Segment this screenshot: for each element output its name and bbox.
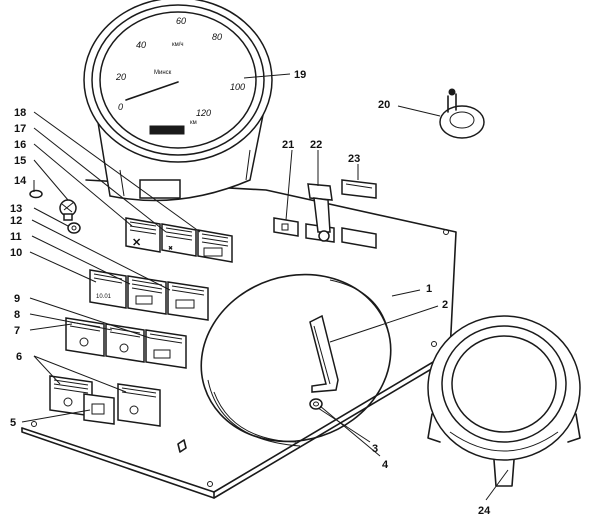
nut	[309, 398, 323, 410]
nut-13	[67, 222, 81, 234]
speedometer-needle	[125, 81, 179, 101]
speed-unit: км/ч	[172, 42, 184, 48]
switch-symbol	[119, 343, 129, 353]
label-20: 20	[378, 99, 390, 111]
switch-block-bottom	[49, 375, 161, 427]
label-2: 2	[442, 299, 448, 311]
switch-16[interactable]: ✕	[125, 217, 161, 253]
svg-text:20: 20	[115, 72, 126, 82]
switch-6a[interactable]	[49, 375, 93, 417]
switch-block-top: ✖ ✕	[125, 217, 233, 263]
label-5: 5	[10, 417, 16, 429]
svg-text:60: 60	[176, 16, 186, 26]
toggle-lever-22[interactable]	[307, 183, 333, 242]
label-24: 24	[478, 505, 491, 517]
panel-slot	[177, 439, 187, 453]
label-3: 3	[372, 443, 378, 455]
gauge-opening	[200, 273, 392, 447]
indicator-15	[59, 199, 77, 221]
label-16: 16	[14, 139, 26, 151]
bracket	[309, 314, 339, 393]
switch-symbol	[203, 247, 223, 257]
lamp-cap-23	[341, 179, 377, 199]
speedometer: 0 20 40 60 80 100 120 км/ч Минск км	[83, 0, 273, 202]
switch-10[interactable]: 10.01	[89, 269, 127, 309]
label-10: 10	[10, 247, 22, 259]
lens-14	[29, 189, 43, 199]
switch-12[interactable]	[167, 281, 209, 321]
switch-8[interactable]	[105, 323, 145, 363]
switch-6b[interactable]	[117, 383, 161, 427]
switch-symbol	[63, 397, 73, 407]
switch-symbol	[91, 403, 105, 415]
switch-symbol	[135, 295, 153, 305]
switch-11[interactable]	[127, 275, 167, 315]
sensor-20	[439, 88, 485, 139]
leader-lines	[21, 73, 509, 501]
mounting-hole	[431, 341, 437, 347]
switch-18[interactable]	[197, 229, 233, 263]
label-8: 8	[14, 309, 20, 321]
svg-text:0: 0	[118, 102, 123, 112]
label-23: 23	[348, 153, 360, 165]
bezel-ring-24	[427, 315, 581, 487]
label-17: 17	[14, 123, 26, 135]
label-7: 7	[14, 325, 20, 337]
switch-symbol: ✕	[132, 237, 141, 249]
svg-text:100: 100	[230, 82, 245, 92]
switch-7[interactable]	[65, 317, 105, 357]
svg-text:40: 40	[136, 40, 146, 50]
odometer	[149, 125, 185, 135]
switch-symbol	[129, 405, 139, 415]
label-13: 13	[10, 203, 22, 215]
callout-labels: 1 2 3 4 5 6 7 8 9 10 11 12 13 14 15 16 1…	[10, 69, 491, 517]
switch-symbol	[175, 299, 195, 309]
lamp-symbol	[281, 223, 289, 231]
label-19: 19	[294, 69, 306, 81]
label-6: 6	[16, 351, 22, 363]
label-21: 21	[282, 139, 294, 151]
switch-symbol	[79, 337, 89, 347]
mounting-hole	[31, 421, 37, 427]
label-9: 9	[14, 293, 20, 305]
switch-block-lower	[65, 317, 187, 369]
mounting-hole	[207, 481, 213, 487]
switch-block-middle: 10.01	[89, 269, 209, 321]
label-4: 4	[382, 459, 389, 471]
switch-symbol: ✖	[168, 245, 173, 252]
label-14: 14	[14, 175, 27, 187]
switch-symbol	[153, 349, 171, 359]
switch-9[interactable]	[145, 329, 187, 369]
switch-10-label: 10.01	[96, 294, 112, 300]
label-11: 11	[10, 231, 22, 243]
label-18: 18	[14, 107, 26, 119]
label-22: 22	[310, 139, 322, 151]
label-12: 12	[10, 215, 22, 227]
svg-text:80: 80	[212, 32, 222, 42]
label-1: 1	[426, 283, 432, 295]
switch-17[interactable]: ✖	[161, 223, 197, 257]
switch-5[interactable]	[83, 393, 115, 425]
svg-text:120: 120	[196, 108, 211, 118]
label-15: 15	[14, 155, 26, 167]
mounting-hole	[443, 229, 449, 235]
speedometer-scale: 0 20 40 60 80 100 120	[115, 16, 245, 118]
brand-mark: Минск	[154, 70, 172, 76]
odometer-unit: км	[190, 120, 197, 126]
